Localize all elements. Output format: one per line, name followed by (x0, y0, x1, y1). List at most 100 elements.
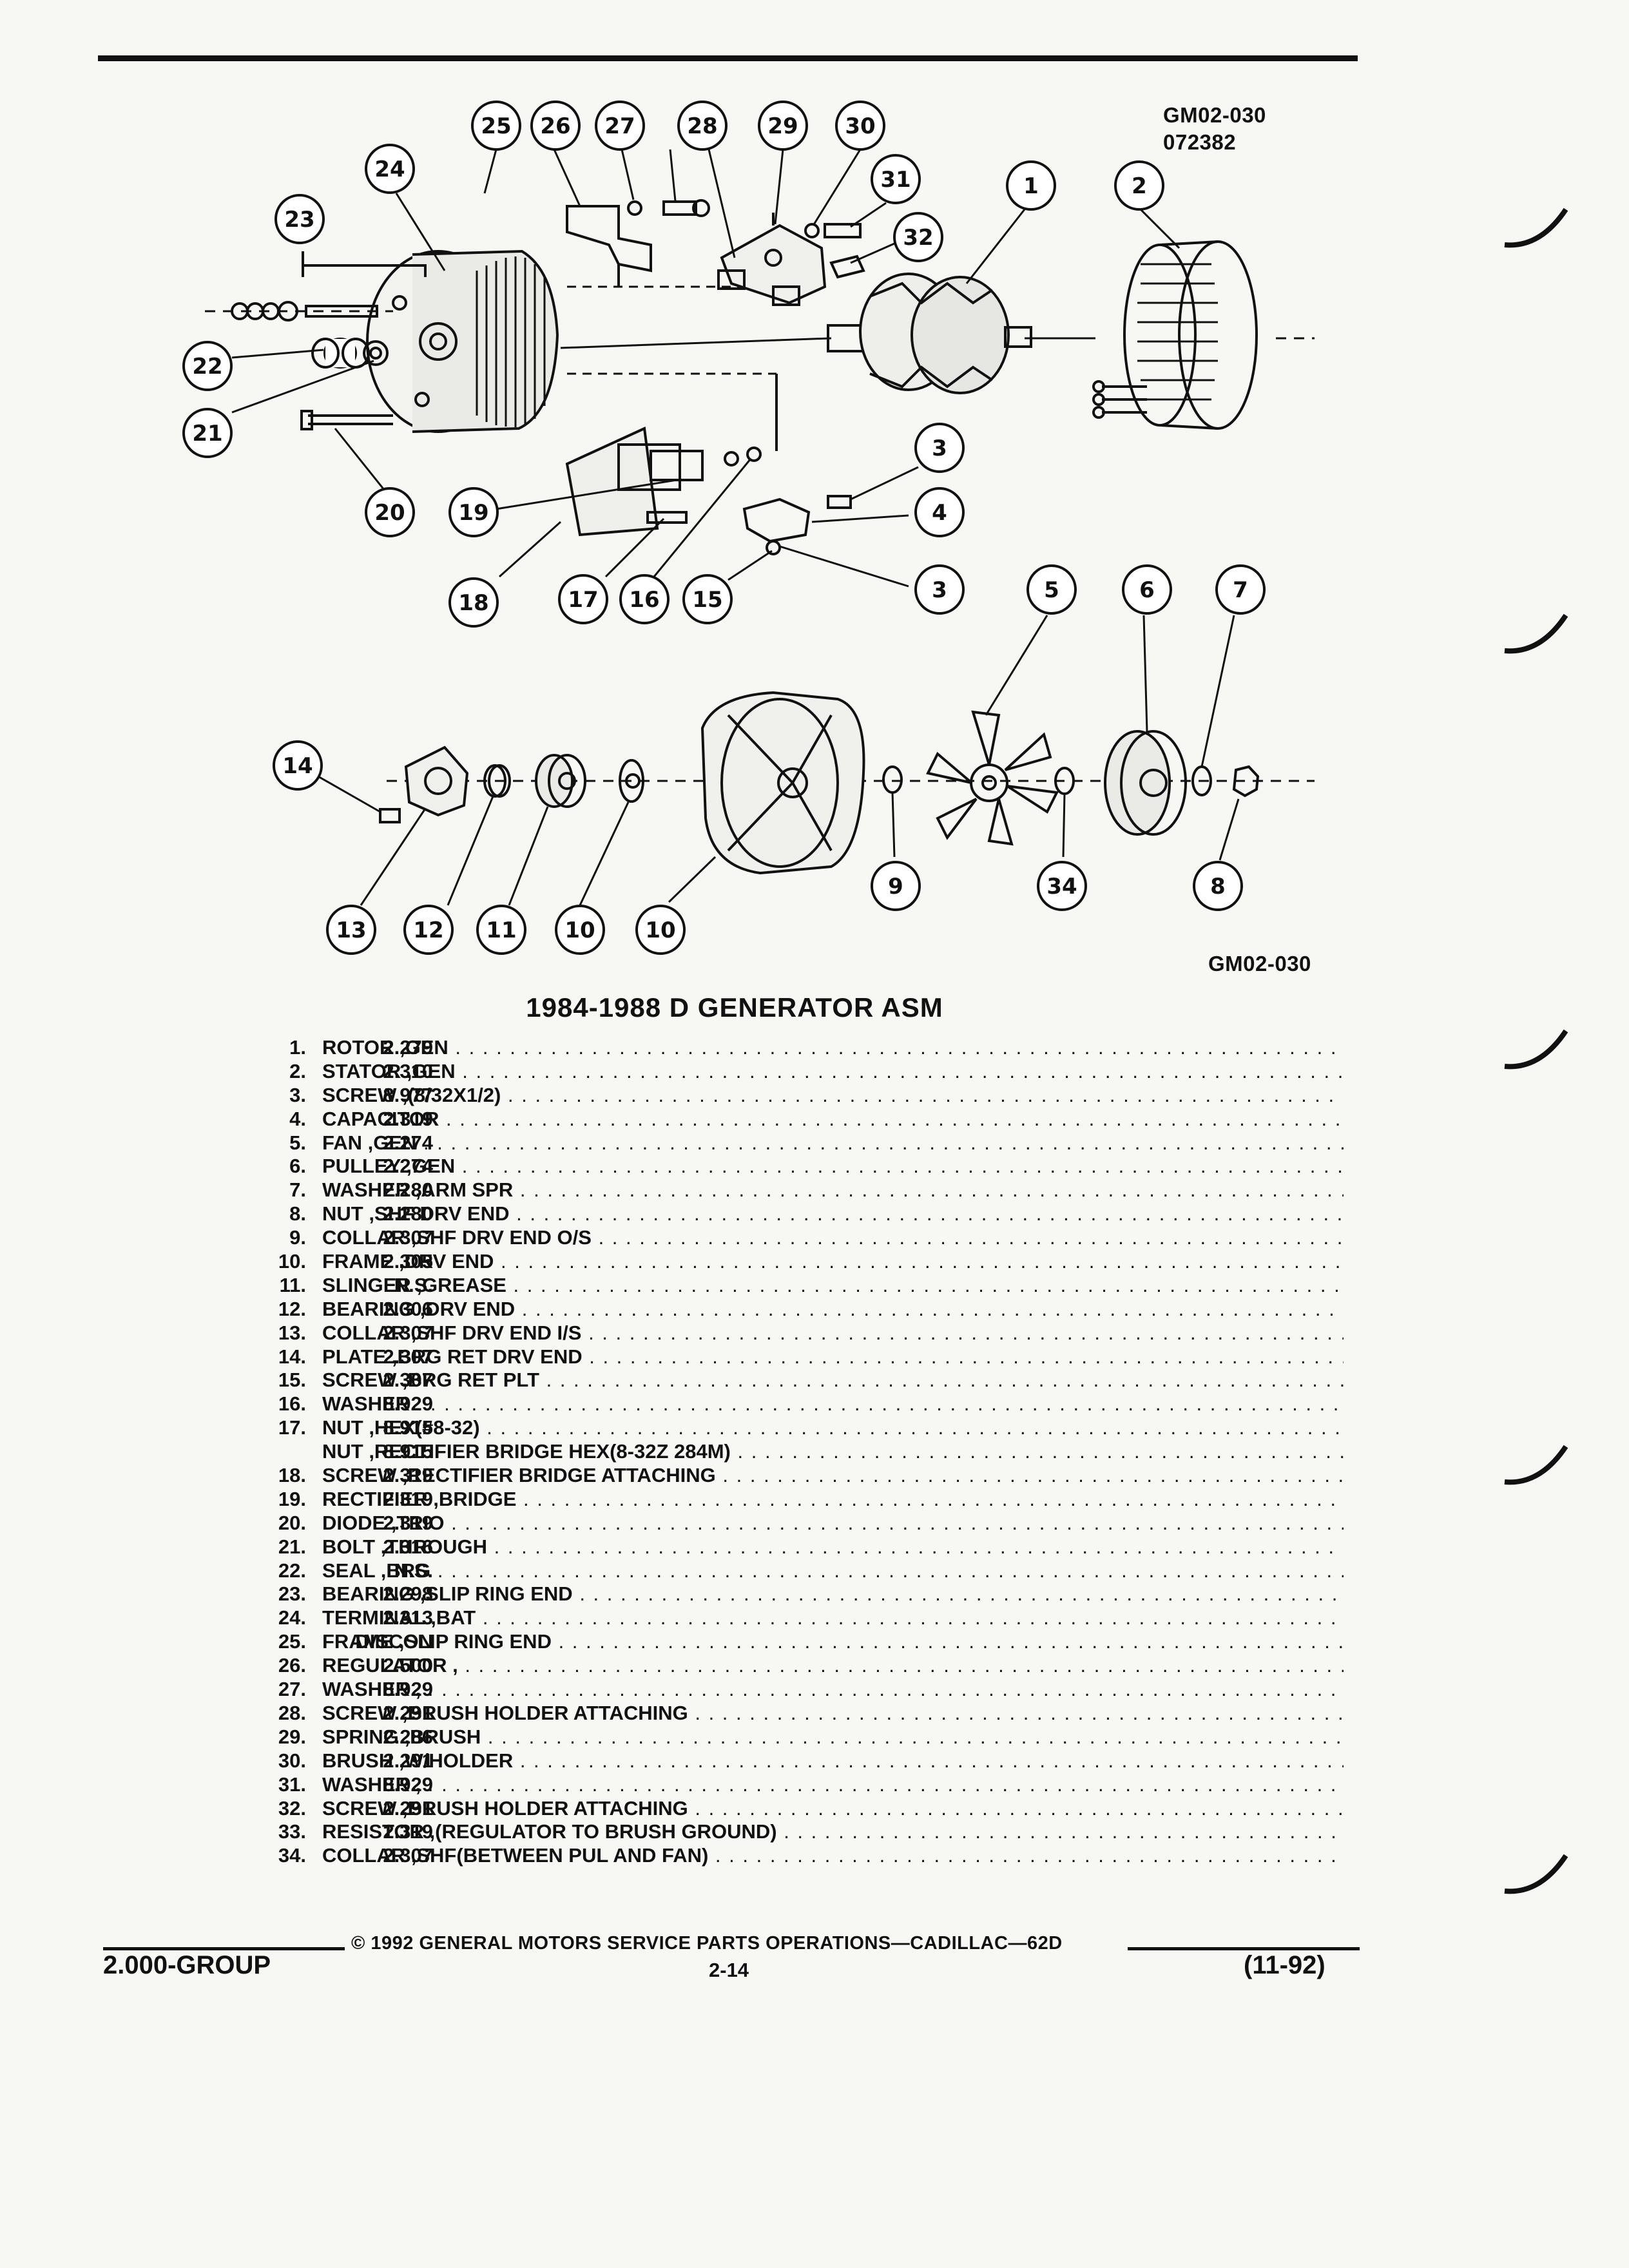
callout-27-label: 26 (540, 113, 570, 139)
callout-23 (182, 341, 233, 391)
callout-3b (914, 564, 965, 615)
callout-3a-label: 3 (932, 436, 947, 461)
part-number: 27. (278, 1678, 306, 1701)
callout-19 (448, 577, 499, 628)
exploded-diagram: 25 26 27 28 29 30 24 23 31 32 1 2 22 21 … (182, 101, 1315, 955)
part-description: NUT ,SHF DRV END (322, 1202, 1344, 1226)
callout-32-label: 31 (880, 167, 911, 193)
callout-5-label: 5 (1044, 577, 1059, 603)
footer-copyright: © 1992 GENERAL MOTORS SERVICE PARTS OPER… (351, 1933, 1063, 1954)
callout-10 (635, 905, 686, 955)
callout-4-label: 4 (932, 500, 947, 526)
callout-29-label: 28 (687, 113, 717, 139)
callout-33 (893, 212, 943, 262)
callout-28-label: 27 (604, 113, 635, 139)
margin-mark-2 (1504, 613, 1568, 654)
part-description: RESISTOR ,(REGULATOR TO BRUSH GROUND) (322, 1820, 1344, 1844)
margin-mark-1 (1504, 207, 1568, 248)
part-number: 14. (278, 1345, 306, 1368)
part-description: PLATE ,BRG RET DRV END (322, 1345, 1344, 1369)
top-rule (98, 55, 1358, 61)
figure-id-top: GM02-030 (1163, 103, 1266, 127)
part-description: NUT ,HEX(#8-32) (322, 1416, 1344, 1440)
part-number: 4. (289, 1107, 306, 1130)
part-description: BOLT ,THROUGH (322, 1535, 1344, 1559)
slip-ring-end-frame (366, 249, 559, 433)
part-number: 17. (278, 1416, 306, 1439)
callout-7-label: 7 (1233, 577, 1248, 603)
callout-7 (1215, 564, 1266, 615)
callout-3a (914, 423, 965, 473)
part-number: 19. (278, 1487, 306, 1510)
part-number: 10. (278, 1250, 306, 1273)
part-row: 11.N.S.SLINGER ,GREASE (129, 1274, 1224, 1298)
part-description: DIODE ,TRIO (322, 1512, 1344, 1535)
part-description: STATOR ,GEN (322, 1060, 1344, 1084)
part-number: 22. (278, 1559, 306, 1582)
callout-11 (555, 905, 605, 955)
callout-28 (595, 101, 645, 151)
part-description: WASHER ,ARM SPR (322, 1178, 1344, 1202)
callout-11-label: 10 (564, 918, 595, 943)
callout-18-label: 17 (568, 587, 598, 613)
stator (1092, 240, 1258, 430)
part-description: BRUSH ,W/HOLDER (322, 1749, 1344, 1773)
part-description: COLLAR ,SHF DRV END O/S (322, 1226, 1344, 1250)
callout-21-label: 20 (374, 500, 405, 526)
callout-33-label: 32 (903, 225, 933, 251)
callout-25-label: 24 (374, 157, 405, 182)
rotor (827, 273, 1032, 394)
part-description: SPRING ,BRUSH (322, 1725, 1344, 1749)
part-number: 32. (278, 1796, 306, 1820)
part-description: SCREW ,RECTIFIER BRIDGE ATTACHING (322, 1464, 1344, 1488)
callout-4 (914, 487, 965, 537)
part-number: 30. (278, 1749, 306, 1772)
callout-22 (182, 408, 233, 458)
part-number: 7. (289, 1178, 306, 1202)
callout-30-label: 29 (767, 113, 798, 139)
callout-34 (1037, 861, 1087, 911)
callout-30 (758, 101, 808, 151)
part-number: 34. (278, 1844, 306, 1867)
callout-8-label: 8 (1210, 874, 1226, 899)
part-description: WASHER (322, 1392, 1344, 1416)
callout-31-label: 30 (845, 113, 875, 139)
part-description: SCREW ,BRUSH HOLDER ATTACHING (322, 1797, 1344, 1821)
part-number: 24. (278, 1606, 306, 1629)
part-description: FAN ,GEN (322, 1131, 1344, 1155)
callout-29 (677, 101, 728, 151)
part-description: BEARING ,SLIP RING END (322, 1582, 1344, 1606)
callout-24 (275, 194, 325, 244)
callout-17 (619, 574, 670, 624)
callout-13-label: 12 (413, 918, 443, 943)
part-description: RECTIFIER ,BRIDGE (322, 1488, 1344, 1512)
part-description: SCREW ,(8/32X1/2) (322, 1084, 1344, 1108)
callout-16 (682, 574, 733, 624)
part-description: NUT ,RECTIFIER BRIDGE HEX(8-32Z 284M) (322, 1440, 1344, 1464)
callout-26-label: 25 (481, 113, 511, 139)
fan (926, 710, 1059, 846)
callout-2 (1114, 160, 1164, 211)
part-number: 12. (278, 1297, 306, 1320)
callout-6 (1122, 564, 1172, 615)
part-number: 25. (278, 1630, 306, 1653)
